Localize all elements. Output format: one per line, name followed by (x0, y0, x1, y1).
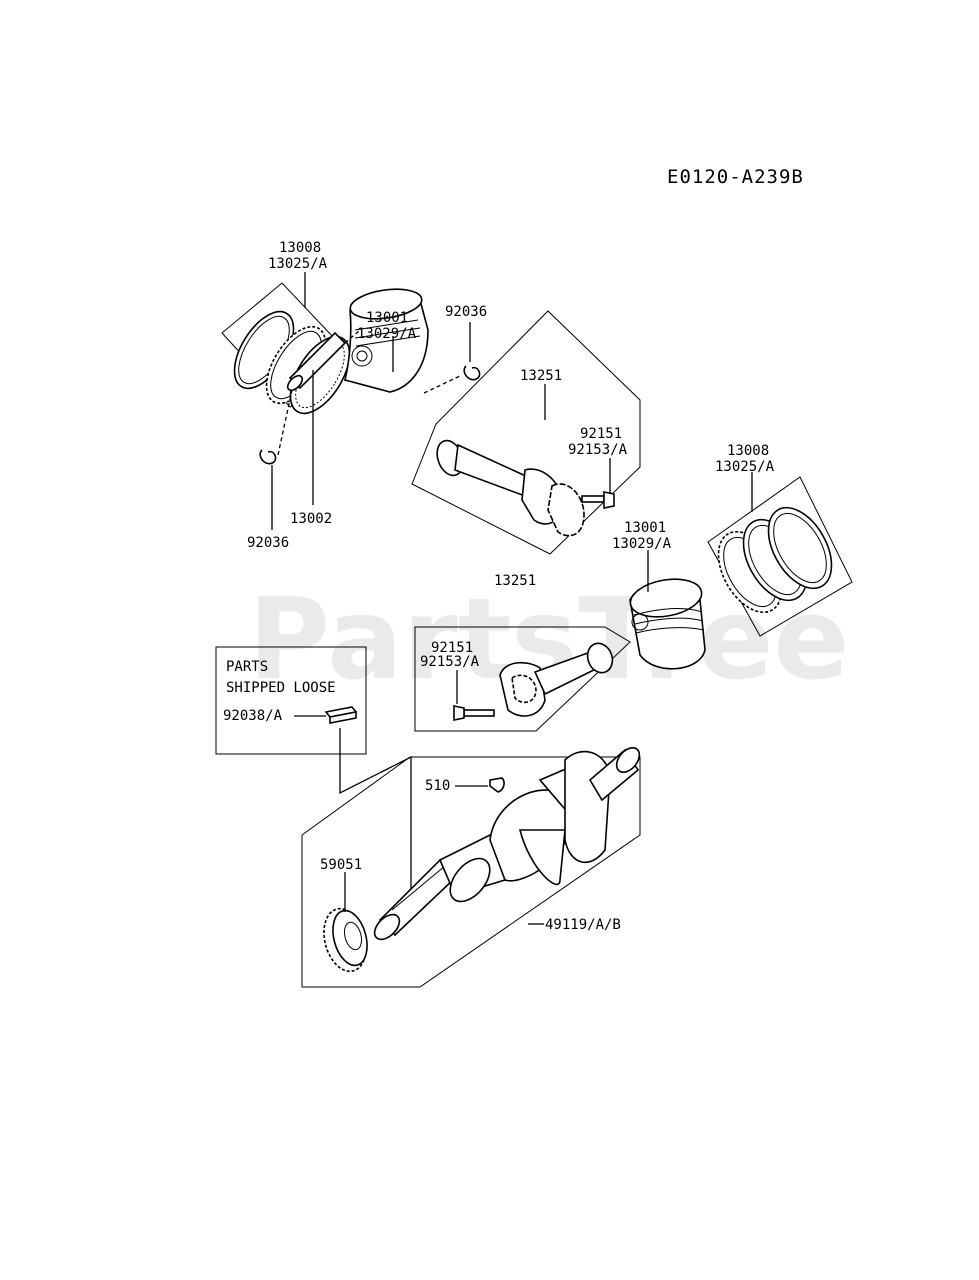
label-gear: 59051 (320, 857, 362, 873)
label-rings-top-2: 13025/A (268, 256, 328, 272)
label-rings-right-2: 13025/A (715, 459, 775, 475)
rod-top-frame (411, 310, 641, 555)
crankshaft[interactable] (370, 743, 644, 943)
label-bolt-top-2: 92153/A (568, 442, 628, 458)
label-piston-top-2: 13029/A (357, 326, 417, 342)
gear[interactable] (317, 904, 372, 976)
label-loose-1: PARTS (226, 659, 268, 675)
diagram-code: E0120-A239B (667, 166, 804, 188)
rings-right-frame (707, 476, 853, 637)
label-rings-right-1: 13008 (727, 443, 769, 459)
connecting-rod-bottom[interactable] (499, 640, 616, 717)
crankshaft-frame (301, 756, 641, 988)
rod-bottom-frame (414, 626, 631, 732)
piston-rings-right[interactable] (705, 497, 844, 623)
label-piston-right-1: 13001 (624, 520, 666, 536)
label-piston-pin: 13002 (290, 511, 332, 527)
label-bolt-bottom-1: 92151 (431, 640, 473, 656)
label-crankshaft: 49119/A/B (545, 917, 621, 933)
label-clip-top: 92036 (445, 304, 487, 320)
label-piston-top-1: 13001 (366, 310, 408, 326)
label-loose-2: SHIPPED LOOSE (226, 680, 336, 696)
label-bolt-bottom-2: 92153/A (420, 654, 480, 670)
label-key-loose: 92038/A (223, 708, 283, 724)
piston-rings-top[interactable] (221, 282, 361, 423)
clip-bottom[interactable] (259, 449, 277, 465)
rod-bolt-bottom[interactable] (453, 705, 495, 721)
label-bolt-top-1: 92151 (580, 426, 622, 442)
clip-top[interactable] (463, 365, 481, 381)
parts-shipped-loose-box (215, 646, 367, 755)
key-loose[interactable] (324, 706, 358, 724)
key-510[interactable] (489, 777, 505, 793)
connecting-rod-top[interactable] (433, 437, 585, 537)
label-rod-top: 13251 (520, 368, 562, 384)
label-rod-bottom: 13251 (494, 573, 536, 589)
label-key-510: 510 (425, 778, 450, 794)
label-piston-right-2: 13029/A (612, 536, 672, 552)
piston-top[interactable] (344, 285, 429, 393)
label-rings-top-1: 13008 (279, 240, 321, 256)
rod-bolt-top[interactable] (581, 491, 615, 509)
label-clip-bottom: 92036 (247, 535, 289, 551)
